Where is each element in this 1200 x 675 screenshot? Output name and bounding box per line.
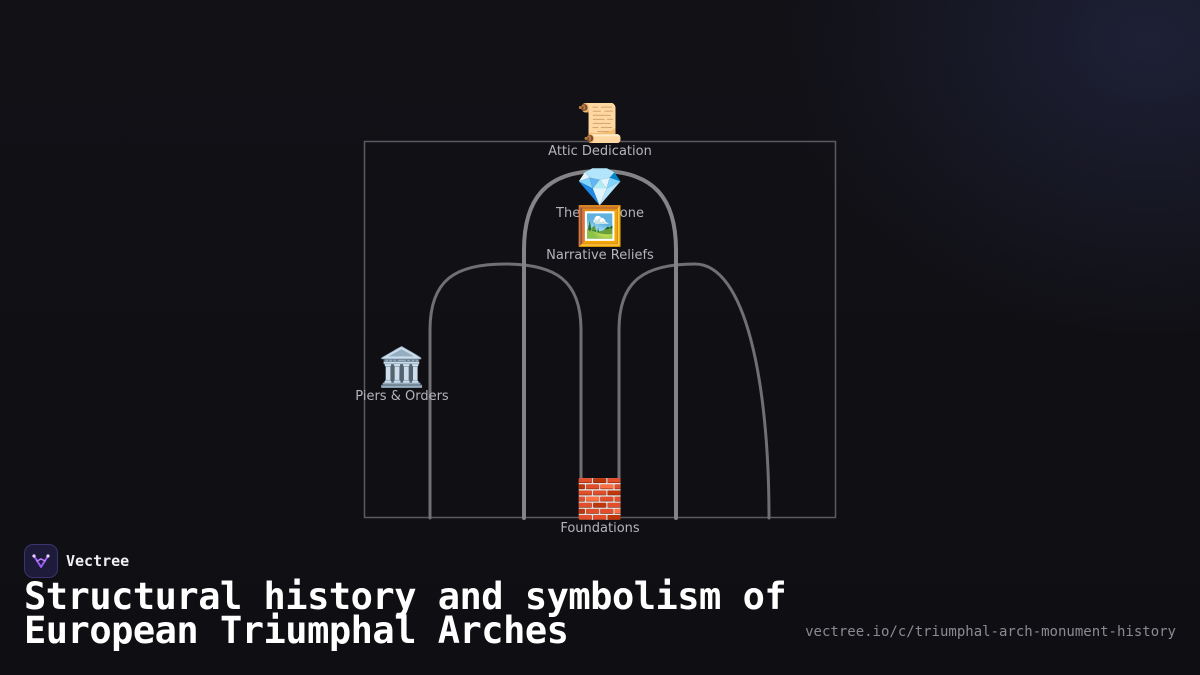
right-side-arch [617, 262, 771, 520]
framed-picture-icon: 🖼️ [576, 204, 623, 248]
bricks-icon: 🧱 [576, 477, 623, 521]
page-title: Structural history and symbolism of Euro… [24, 575, 787, 652]
left-side-arch [428, 262, 583, 520]
vectree-logo-icon [24, 544, 58, 578]
brand[interactable]: Vectree [24, 544, 129, 578]
node-foundations[interactable]: 🧱 Foundations [560, 477, 640, 536]
node-label-foundations: Foundations [560, 521, 640, 536]
brand-name: Vectree [66, 552, 130, 570]
node-attic-dedication[interactable]: 📜 Attic Dedication [548, 101, 652, 159]
gem-icon: 💎 [576, 165, 623, 209]
node-narrative-reliefs[interactable]: 🖼️ Narrative Reliefs [546, 204, 654, 263]
scroll-icon: 📜 [576, 101, 623, 145]
node-label-piers-orders: Piers & Orders [355, 389, 449, 404]
central-arch [522, 168, 678, 520]
node-keystone[interactable]: 💎 The Keystone [555, 165, 644, 221]
node-label-narrative-reliefs: Narrative Reliefs [546, 248, 654, 263]
classical-building-icon: 🏛️ [378, 345, 425, 389]
diagram-frame [363, 140, 837, 519]
node-piers-orders[interactable]: 🏛️ Piers & Orders [355, 345, 449, 404]
node-label-keystone: The Keystone [555, 206, 644, 221]
node-label-attic-dedication: Attic Dedication [548, 144, 652, 159]
source-url[interactable]: vectree.io/c/triumphal-arch-monument-his… [805, 624, 1176, 640]
